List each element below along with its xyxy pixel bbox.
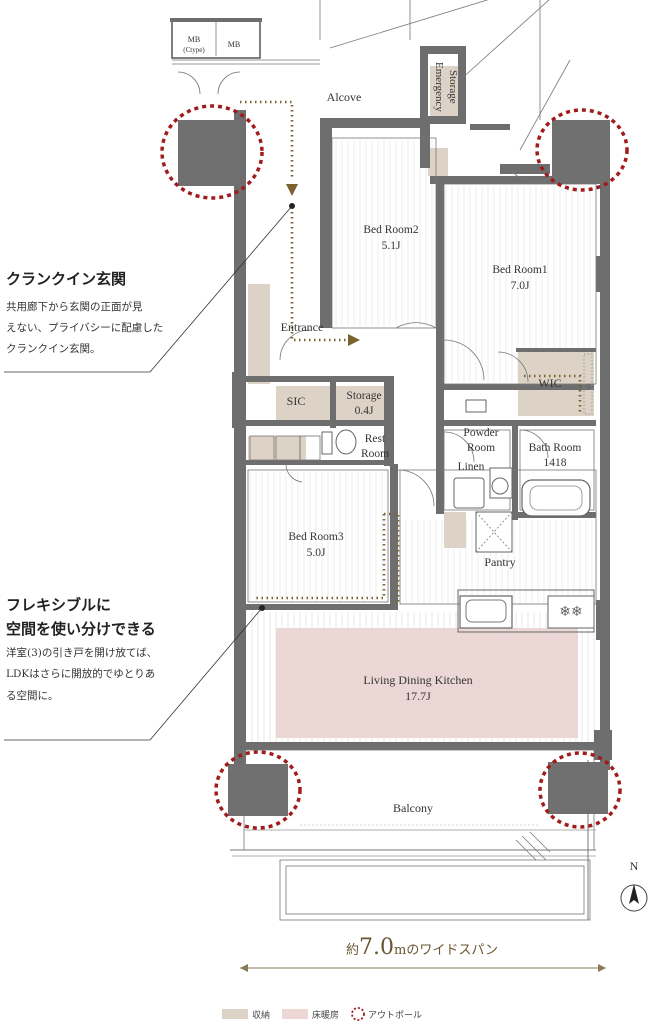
ldk-size: 17.7J <box>405 689 431 703</box>
ldk-label: Living Dining Kitchen <box>363 673 472 687</box>
bath-room-label: Bath Room <box>529 442 582 454</box>
crank-in-text-2: えない、プライバシーに配慮した <box>6 322 164 334</box>
bath-room-size: 1418 <box>544 457 567 469</box>
storage-legend-swatch <box>222 1009 248 1019</box>
storage-legend-label: 収納 <box>252 1011 271 1021</box>
storage-size: 0.4J <box>355 405 374 417</box>
callout-lines <box>4 205 293 741</box>
out-pole-legend-icon <box>351 1007 365 1021</box>
crank-in-text-3: クランクイン玄関。 <box>6 343 101 355</box>
out-pole-legend-label: アウトポール <box>368 1011 423 1021</box>
mb-label: MB <box>188 35 200 44</box>
span-value: 7.0 <box>359 935 395 960</box>
floor-heating-legend-swatch <box>282 1009 308 1019</box>
fixtures: ❄❄ <box>177 71 597 633</box>
upper-railing <box>172 0 571 151</box>
walls <box>232 46 612 770</box>
wic-label: WIC <box>538 376 561 390</box>
alcove-label: Alcove <box>327 90 362 104</box>
compass-label: N <box>630 859 639 873</box>
wide-span-label: 約7.0mのワイドスパン <box>346 935 498 960</box>
crank-in-title: クランクイン玄関 <box>6 270 127 288</box>
balcony-label: Balcony <box>393 801 433 815</box>
flexible-title-2: 空間を使い分けできる <box>6 620 156 638</box>
span-dimension <box>240 964 606 972</box>
storage-label: Storage <box>346 390 381 402</box>
rest-room-label-2: Room <box>361 448 389 460</box>
north-compass-icon: N <box>620 859 648 912</box>
flexible-text-3: る空間に。 <box>6 690 59 702</box>
span-suffix: mのワイドスパン <box>394 943 498 958</box>
out-poles <box>160 104 629 830</box>
floor-heating-legend-label: 床暖房 <box>312 1011 340 1021</box>
bedroom2-label: Bed Room2 <box>363 224 419 236</box>
powder-room-label-1: Powder <box>463 427 498 439</box>
rest-room-label-1: Rest <box>365 433 386 445</box>
emergency-label: Emergency <box>433 62 445 112</box>
bedroom1-label: Bed Room1 <box>492 264 548 276</box>
pantry-label: Pantry <box>484 555 515 569</box>
linen-label: Linen <box>458 461 485 473</box>
mb-label-2: MB <box>228 40 240 49</box>
storage-label-2: Storage <box>447 70 459 104</box>
span-prefix: 約 <box>346 943 360 958</box>
floor-heating-area <box>276 628 578 738</box>
storage-areas <box>248 66 594 548</box>
bedroom3-size: 5.0J <box>307 547 326 559</box>
room-labels: MB (Ctype) MB Emergency Storage Alcove B… <box>183 35 581 815</box>
flexible-title-1: フレキシブルに <box>6 596 112 614</box>
entrance-label: Entrance <box>281 320 324 334</box>
mb-sub-label: (Ctype) <box>183 46 205 54</box>
bedroom3-label: Bed Room3 <box>288 531 344 543</box>
flexible-text-2: LDKはさらに開放的でゆとりあ <box>6 668 156 680</box>
powder-room-label-2: Room <box>467 442 495 454</box>
svg-text:❄❄: ❄❄ <box>559 604 582 620</box>
crank-in-text-1: 共用廊下から玄関の正面が見 <box>6 301 143 313</box>
bedroom2-size: 5.1J <box>382 240 401 252</box>
sic-label: SIC <box>287 394 306 408</box>
bedroom1-size: 7.0J <box>511 280 530 292</box>
flexible-text-1: 洋室(3)の引き戸を開け放てば、 <box>6 647 158 659</box>
